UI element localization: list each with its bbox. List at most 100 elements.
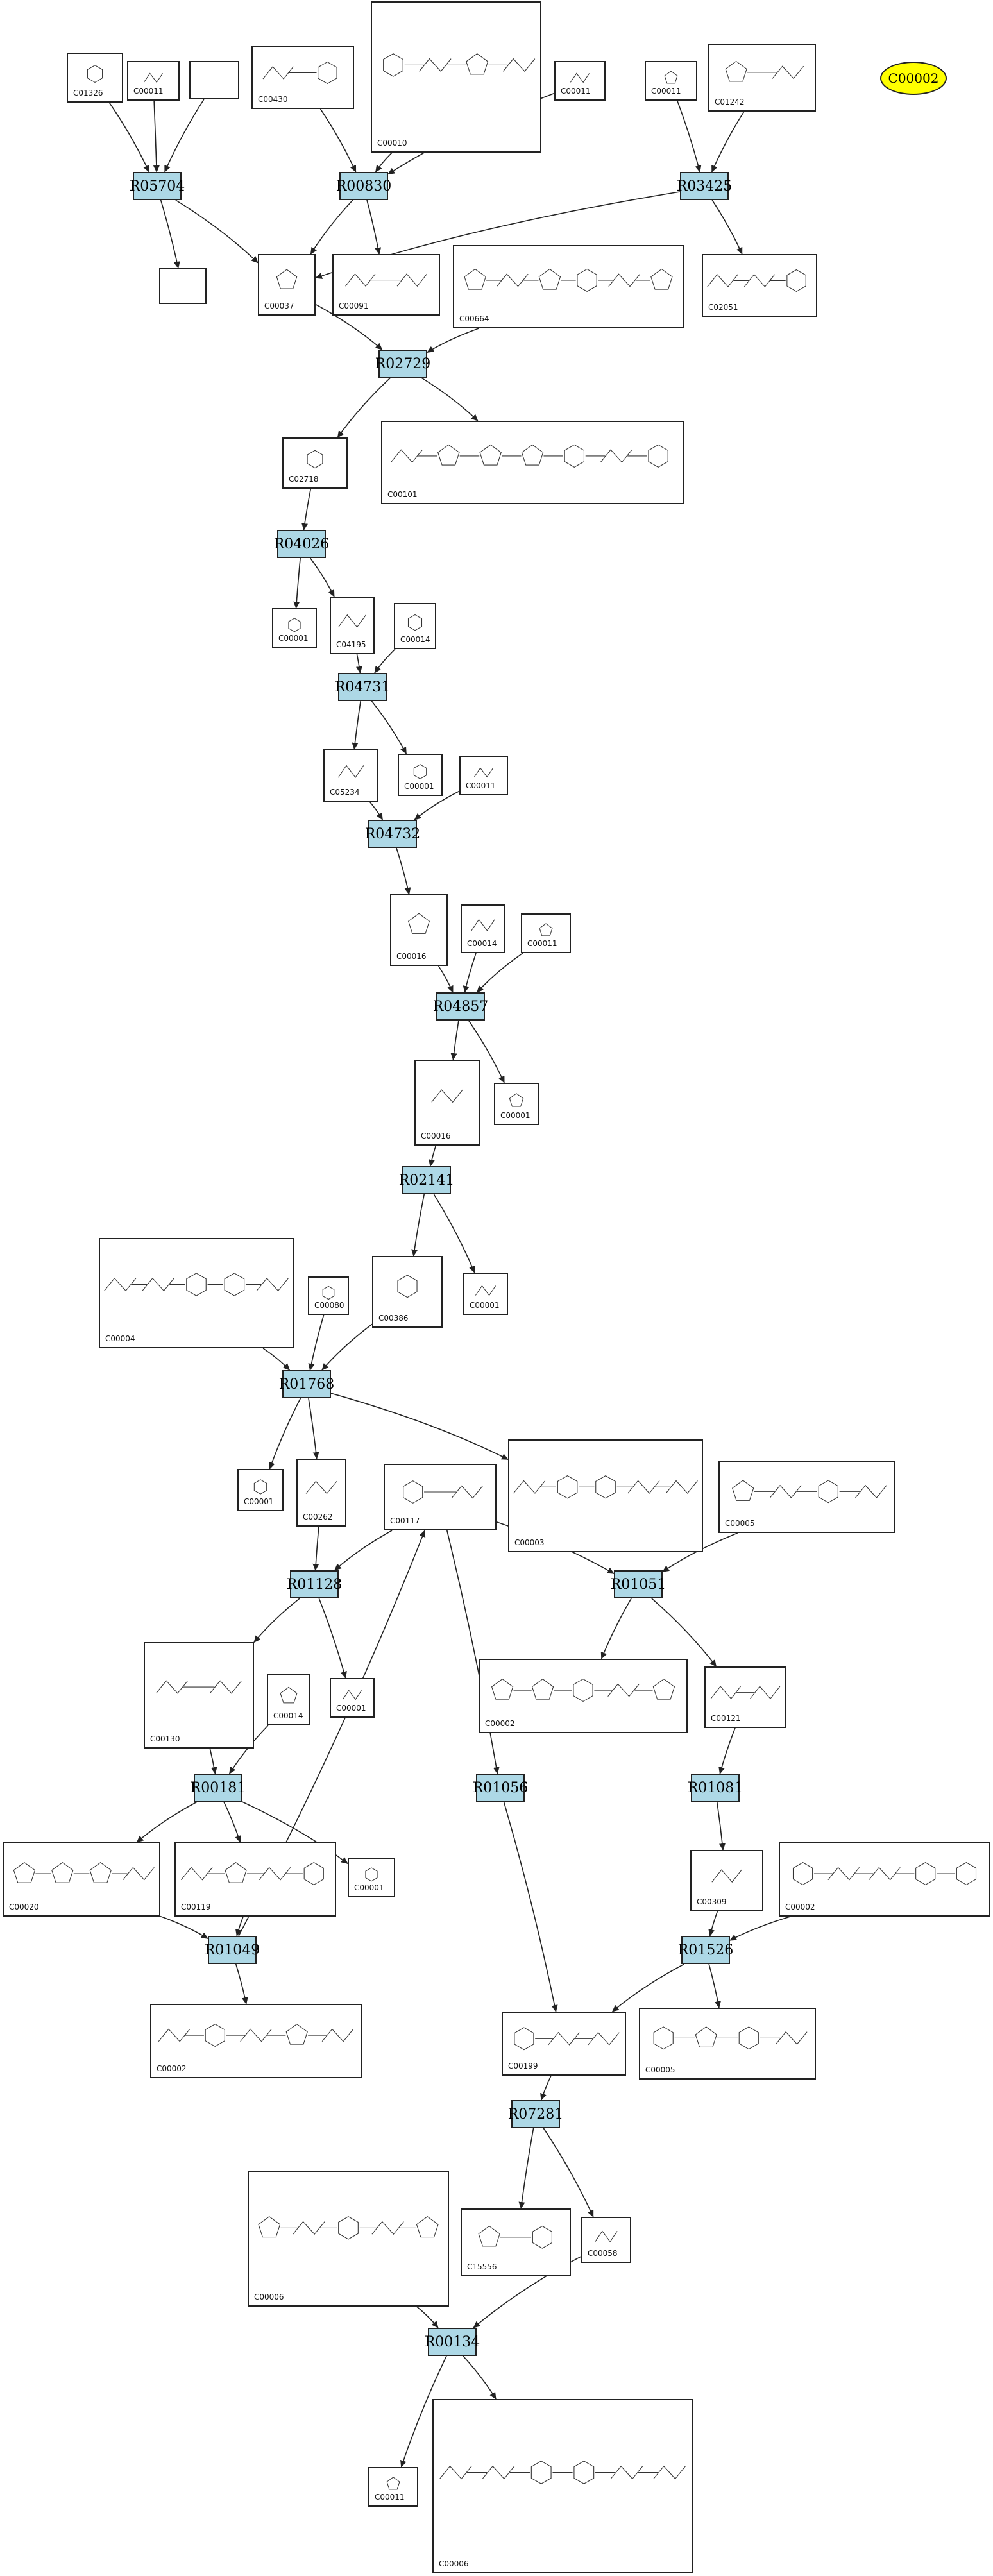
compound-node-c00006[interactable]: C00006 xyxy=(248,2171,449,2307)
compound-id-label: C00001 xyxy=(278,634,309,643)
edge-R01526-to-C00199 xyxy=(611,1963,685,2012)
compound-node-c00011[interactable]: C00011 xyxy=(521,913,571,953)
compound-node-c00014[interactable]: C00014 xyxy=(394,603,436,649)
reaction-node-r02141[interactable]: R02141 xyxy=(399,1166,454,1194)
reaction-node-r03425[interactable]: R03425 xyxy=(677,172,732,200)
compound-node-c01242[interactable]: C01242 xyxy=(708,44,816,112)
compound-id-label: C00002 xyxy=(157,2064,187,2073)
compound-id-label: C00058 xyxy=(588,2249,618,2258)
edge-C00020-to-R01049 xyxy=(160,1915,208,1939)
highlighted-compound-c00002[interactable]: C00002 xyxy=(880,62,947,95)
compound-node-c00014[interactable]: C00014 xyxy=(267,1674,310,1725)
compound-node-c00001[interactable]: C00001 xyxy=(237,1469,284,1511)
compound-node-c00121[interactable]: C00121 xyxy=(704,1666,786,1728)
compound-node-c00004[interactable]: C00004 xyxy=(99,1238,294,1348)
compound-node-c00005[interactable]: C00005 xyxy=(718,1461,895,1533)
compound-node-c02051[interactable]: C02051 xyxy=(702,254,817,317)
reaction-node-r07281[interactable]: R07281 xyxy=(508,2100,563,2128)
edge-C00037-to-R02729 xyxy=(315,303,383,350)
reaction-node-r05704[interactable]: R05704 xyxy=(130,172,185,200)
structure-drawing xyxy=(345,273,427,287)
compound-node-c00001[interactable]: C00001 xyxy=(463,1273,508,1315)
reaction-node-r01049[interactable]: R01049 xyxy=(205,1936,260,1964)
compound-node-c00003[interactable]: C00003 xyxy=(508,1439,703,1552)
compound-node-c00037[interactable]: C00037 xyxy=(258,254,316,316)
compound-node-c02718[interactable]: C02718 xyxy=(282,437,348,489)
edge-R01768-to-C00001 xyxy=(269,1398,301,1470)
compound-node-c00011[interactable]: C00011 xyxy=(459,756,508,795)
edge-C00016-to-R04857 xyxy=(437,965,454,993)
compound-id-label: C00014 xyxy=(467,939,497,948)
structure-drawing xyxy=(342,1690,362,1700)
compound-node-c00001[interactable]: C00001 xyxy=(398,754,443,796)
compound-node-c05234[interactable]: C05234 xyxy=(323,749,378,802)
compound-node-c00091[interactable]: C00091 xyxy=(332,254,440,316)
compound-node-c00011[interactable]: C00011 xyxy=(554,61,606,101)
compound-node-c00001[interactable]: C00001 xyxy=(272,608,317,648)
compound-node-c00002[interactable]: C00002 xyxy=(779,1842,990,1917)
compound-node-c00058[interactable]: C00058 xyxy=(581,2217,631,2263)
edge-R02141-to-C00001 xyxy=(433,1194,475,1273)
compound-id-label: C00005 xyxy=(645,2065,675,2074)
reaction-node-r00134[interactable]: R00134 xyxy=(425,2328,480,2356)
structure-drawing xyxy=(509,1093,524,1107)
structure-drawing xyxy=(181,1861,324,1886)
compound-node-c00080[interactable]: C00080 xyxy=(308,1276,349,1315)
compound-node-c00001[interactable]: C00001 xyxy=(494,1083,539,1125)
compound-node-c00101[interactable]: C00101 xyxy=(381,421,684,504)
edge-R04857-to-C00001 xyxy=(468,1020,505,1083)
empty-compound-node[interactable] xyxy=(189,61,239,99)
structure-drawing xyxy=(258,2216,439,2240)
edge-R05704-to-C00037 xyxy=(175,199,259,264)
compound-node-c00011[interactable]: C00011 xyxy=(127,61,180,101)
compound-node-c00014[interactable]: C00014 xyxy=(461,904,505,953)
compound-node-c00020[interactable]: C00020 xyxy=(3,1842,160,1917)
reaction-node-r04857[interactable]: R04857 xyxy=(433,992,488,1021)
reaction-node-r01768[interactable]: R01768 xyxy=(279,1370,334,1398)
compound-node-c00130[interactable]: C00130 xyxy=(144,1642,254,1749)
empty-compound-node[interactable] xyxy=(159,268,207,304)
reaction-node-r01526[interactable]: R01526 xyxy=(678,1936,733,1964)
edge-C00386-to-R01768 xyxy=(321,1323,373,1371)
compound-node-c00430[interactable]: C00430 xyxy=(251,46,354,109)
structure-drawing xyxy=(403,1480,483,1504)
edge-R02729-to-C02718 xyxy=(337,377,391,438)
compound-node-c00199[interactable]: C00199 xyxy=(502,2012,626,2076)
compound-node-c00119[interactable]: C00119 xyxy=(174,1842,336,1917)
reaction-node-r04732[interactable]: R04732 xyxy=(365,820,420,848)
reaction-node-r04026[interactable]: R04026 xyxy=(274,530,329,558)
compound-node-c00386[interactable]: C00386 xyxy=(372,1256,443,1328)
reaction-node-r04731[interactable]: R04731 xyxy=(335,673,390,701)
compound-node-c00001[interactable]: C00001 xyxy=(330,1678,375,1718)
reaction-node-r01056[interactable]: R01056 xyxy=(473,1774,528,1802)
reaction-node-r02729[interactable]: R02729 xyxy=(375,350,430,378)
compound-node-c00001[interactable]: C00001 xyxy=(348,1858,395,1897)
compound-node-c00011[interactable]: C00011 xyxy=(645,61,697,101)
compound-node-c15556[interactable]: C15556 xyxy=(461,2208,571,2276)
compound-node-c00005[interactable]: C00005 xyxy=(639,2008,816,2080)
reaction-node-r00181[interactable]: R00181 xyxy=(191,1774,246,1802)
edge-C00664-to-R02729 xyxy=(427,328,479,353)
compound-node-c00010[interactable]: C00010 xyxy=(371,1,541,153)
reaction-node-r01051[interactable]: R01051 xyxy=(611,1570,666,1598)
compound-node-c00664[interactable]: C00664 xyxy=(453,245,684,328)
compound-node-c00309[interactable]: C00309 xyxy=(690,1850,763,1911)
compound-node-c00011[interactable]: C00011 xyxy=(368,2467,418,2507)
reaction-node-r01128[interactable]: R01128 xyxy=(287,1570,342,1598)
compound-node-c00002[interactable]: C00002 xyxy=(479,1659,688,1733)
compound-node-c00006[interactable]: C00006 xyxy=(432,2399,693,2573)
compound-node-c01326[interactable]: C01326 xyxy=(67,53,123,103)
structure-drawing xyxy=(262,61,337,85)
reaction-node-r00830[interactable]: R00830 xyxy=(336,172,391,200)
compound-node-c00016[interactable]: C00016 xyxy=(414,1060,480,1146)
compound-node-c00262[interactable]: C00262 xyxy=(296,1459,346,1527)
compound-id-label: C00001 xyxy=(470,1301,500,1310)
reaction-node-r01081[interactable]: R01081 xyxy=(688,1774,743,1802)
compound-node-c00117[interactable]: C00117 xyxy=(384,1464,496,1530)
structure-drawing xyxy=(104,1273,289,1296)
compound-node-c00002[interactable]: C00002 xyxy=(150,2004,362,2078)
structure-drawing xyxy=(732,1480,887,1504)
compound-node-c00016[interactable]: C00016 xyxy=(390,894,448,966)
compound-node-c04195[interactable]: C04195 xyxy=(330,597,375,654)
